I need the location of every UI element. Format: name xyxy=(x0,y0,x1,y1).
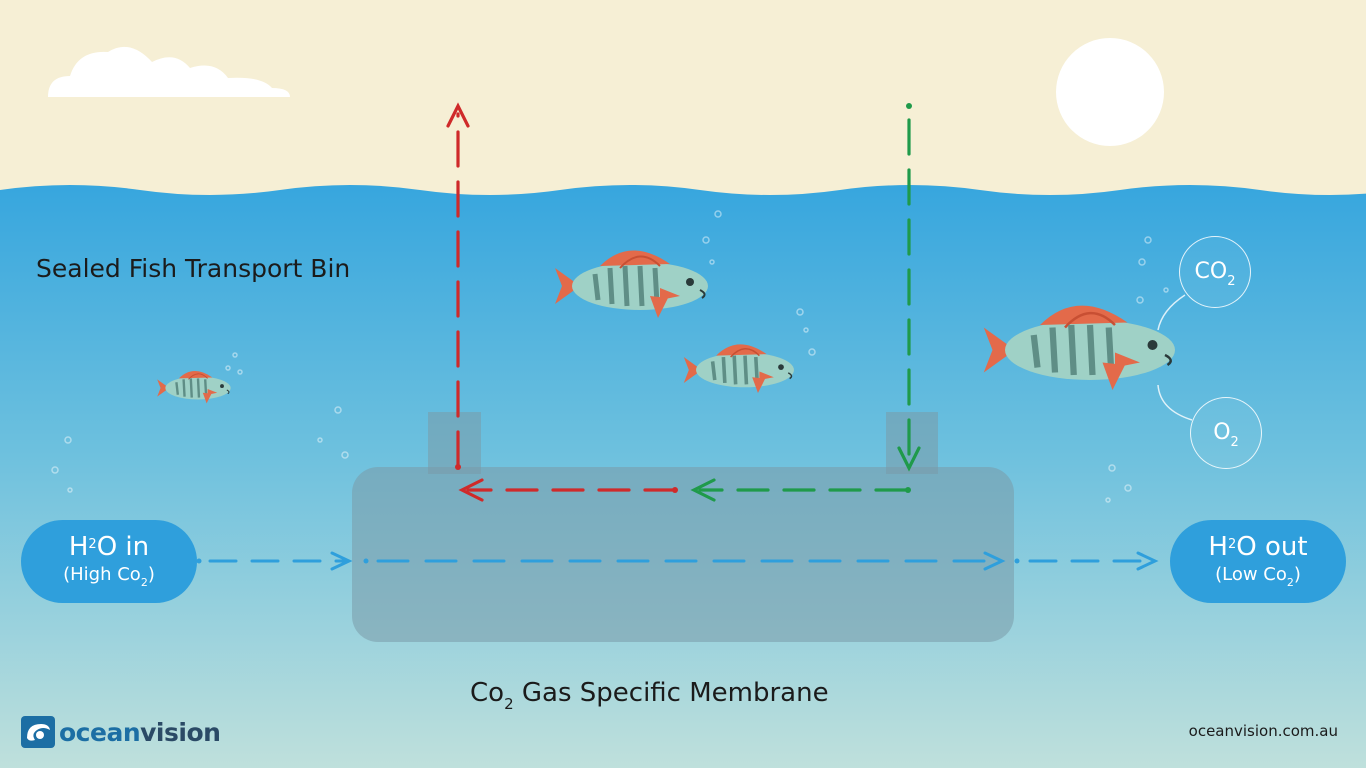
co2-bubble: CO2 xyxy=(1179,236,1251,308)
cloud xyxy=(48,46,290,97)
membrane-label: Co2 Gas Specific Membrane xyxy=(470,678,829,713)
air-bubbles xyxy=(51,210,1169,503)
sun xyxy=(1056,38,1164,146)
green-o2-in-arrow xyxy=(690,103,921,502)
co2-connector xyxy=(1157,294,1186,331)
water-outlet-pill: H2O out (Low Co2) xyxy=(1170,520,1346,603)
o2-bubble: O2 xyxy=(1190,397,1262,469)
oceanvision-logo-icon xyxy=(21,716,55,748)
water-inlet-pill: H2O in (High Co2) xyxy=(21,520,197,603)
bin-title: Sealed Fish Transport Bin xyxy=(36,254,351,283)
o2-connector xyxy=(1157,384,1193,421)
brand-logo: oceanvision xyxy=(21,716,221,748)
membrane-unit xyxy=(352,412,1014,642)
website-url: oceanvision.com.au xyxy=(1188,722,1338,740)
blue-water-flow-arrow xyxy=(196,551,1159,571)
red-co2-out-arrow xyxy=(446,102,678,502)
